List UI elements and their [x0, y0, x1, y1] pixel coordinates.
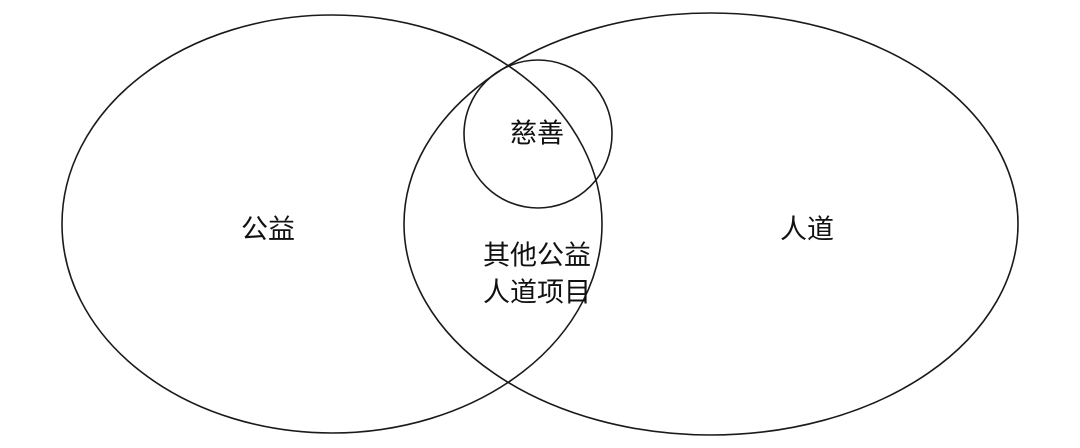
gongyi-label: 公益	[241, 215, 295, 246]
cishan-circle	[463, 59, 613, 209]
cishan-label: 慈善	[510, 119, 564, 150]
gongyi-ellipse	[61, 14, 603, 434]
overlap-label-line-2: 人道项目	[483, 278, 591, 309]
overlap-label-line-1: 其他公益	[483, 241, 591, 272]
rendao-ellipse	[403, 12, 1019, 436]
rendao-label: 人道	[780, 215, 834, 246]
